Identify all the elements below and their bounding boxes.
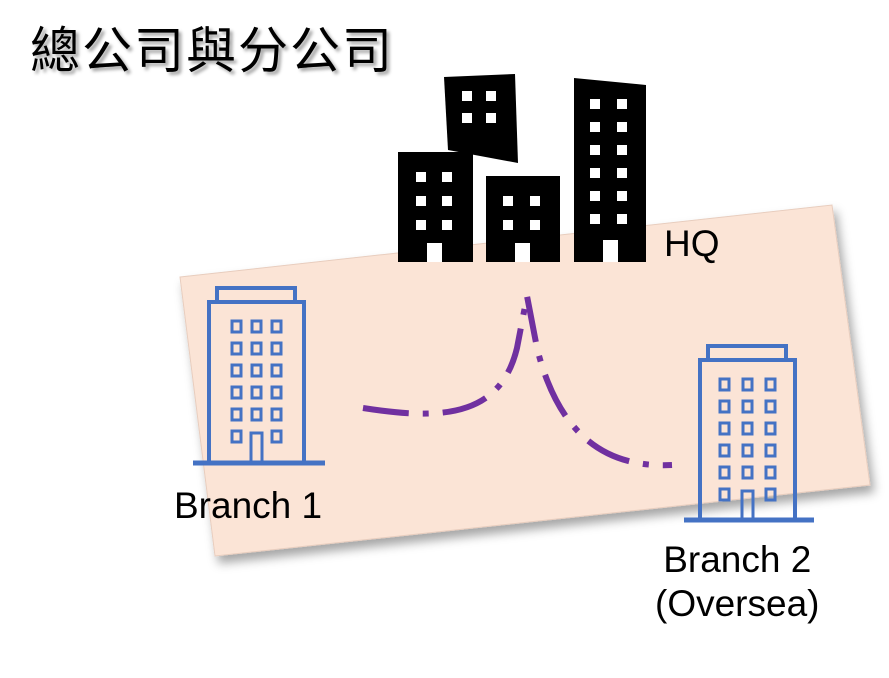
diagram-title: 總公司與分公司 xyxy=(30,22,394,80)
branch2-label: Branch 2 (Oversea) xyxy=(655,538,819,627)
office-building-icon xyxy=(684,344,814,523)
city-buildings-icon xyxy=(398,74,646,262)
office-building-icon xyxy=(193,286,325,466)
branch2-label-line1: Branch 2 xyxy=(663,539,812,580)
branch1-label: Branch 1 xyxy=(174,485,323,526)
connector-line xyxy=(362,295,673,469)
branch2-label-line2: (Oversea) xyxy=(655,583,820,625)
hq-label: HQ xyxy=(664,223,720,264)
